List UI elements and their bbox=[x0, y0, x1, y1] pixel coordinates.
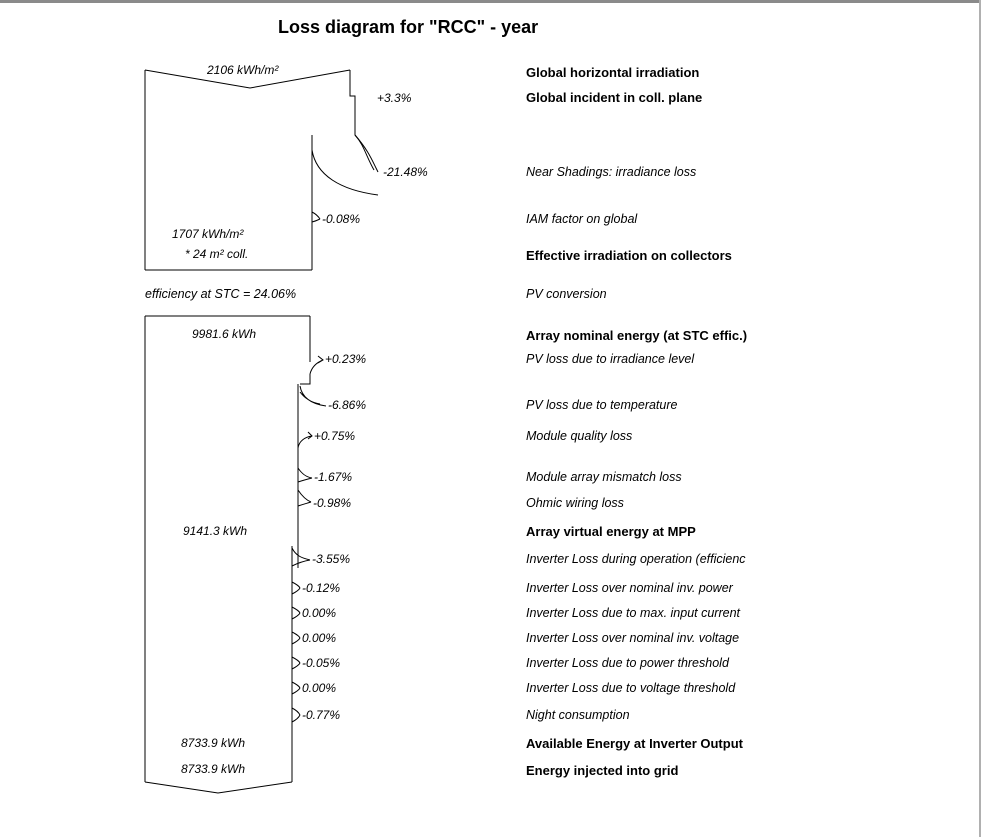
label-night-consumption: Night consumption bbox=[526, 708, 630, 722]
label-irradiance-level: PV loss due to irradiance level bbox=[526, 352, 695, 366]
label-shading: Near Shadings: irradiance loss bbox=[526, 165, 696, 179]
step-pct-power-threshold: -0.05% bbox=[302, 656, 340, 670]
mismatch-arc bbox=[297, 467, 313, 483]
ghi-chevron bbox=[144, 69, 351, 89]
temperature-loss-arc bbox=[299, 385, 327, 407]
label-pv-conversion: PV conversion bbox=[526, 287, 607, 301]
injected-energy-value: 8733.9 kWh bbox=[181, 762, 245, 776]
ohmic-arc bbox=[297, 489, 312, 507]
label-ohmic: Ohmic wiring loss bbox=[526, 496, 624, 510]
module-quality-arc bbox=[297, 431, 313, 449]
step-pct-mismatch: -1.67% bbox=[314, 470, 352, 484]
label-nominal-energy: Array nominal energy (at STC effic.) bbox=[526, 328, 747, 343]
step-pct-inverter-power: -0.12% bbox=[302, 581, 340, 595]
iam-arrow bbox=[311, 211, 321, 223]
label-available-energy: Available Energy at Inverter Output bbox=[526, 736, 744, 751]
mpp-energy-value: 9141.3 kWh bbox=[183, 524, 247, 538]
ghi-value: 2106 kWh/m² bbox=[206, 63, 279, 77]
energy-flow bbox=[144, 315, 327, 794]
night-consumption-hook bbox=[291, 707, 301, 723]
label-iam: IAM factor on global bbox=[526, 212, 638, 226]
label-inverter-voltage: Inverter Loss over nominal inv. voltage bbox=[526, 631, 739, 645]
label-mismatch: Module array mismatch loss bbox=[526, 470, 682, 484]
effective-irradiation-value: 1707 kWh/m² bbox=[172, 227, 244, 241]
stc-efficiency: efficiency at STC = 24.06% bbox=[145, 287, 296, 301]
step-pct-iam: -0.08% bbox=[322, 212, 360, 226]
step-pct-night-consumption: -0.77% bbox=[302, 708, 340, 722]
label-power-threshold: Inverter Loss due to power threshold bbox=[526, 656, 730, 670]
step-pct-ohmic: -0.98% bbox=[313, 496, 351, 510]
step-pct-incident: +3.3% bbox=[377, 91, 412, 105]
shading-loss-arc bbox=[311, 135, 379, 196]
energy-right-step bbox=[300, 374, 311, 385]
label-inverter-power: Inverter Loss over nominal inv. power bbox=[526, 581, 734, 595]
top-border bbox=[0, 0, 981, 3]
available-energy-value: 8733.9 kWh bbox=[181, 736, 245, 750]
step-pct-shading: -21.48% bbox=[383, 165, 428, 179]
step-pct-inverter-operation: -3.55% bbox=[312, 552, 350, 566]
irradiation-right-wall bbox=[349, 70, 375, 171]
step-pct-voltage-threshold: 0.00% bbox=[302, 681, 336, 695]
inverter-threshold-hook bbox=[291, 656, 301, 670]
label-injected-energy: Energy injected into grid bbox=[526, 763, 678, 778]
collector-area: * 24 m² coll. bbox=[185, 247, 248, 261]
inverter-voltage-hook bbox=[291, 631, 301, 645]
label-effective: Effective irradiation on collectors bbox=[526, 248, 732, 263]
label-inverter-operation: Inverter Loss during operation (efficien… bbox=[526, 552, 746, 566]
step-pct-module-quality: +0.75% bbox=[314, 429, 355, 443]
step-pct-inverter-voltage: 0.00% bbox=[302, 631, 336, 645]
label-voltage-threshold: Inverter Loss due to voltage threshold bbox=[526, 681, 736, 695]
label-inverter-current: Inverter Loss due to max. input current bbox=[526, 606, 741, 620]
right-border bbox=[979, 0, 981, 837]
inverter-operation-arc bbox=[291, 547, 311, 567]
label-ghi: Global horizontal irradiation bbox=[526, 65, 699, 80]
inverter-vthreshold-hook bbox=[291, 681, 301, 695]
inverter-current-hook bbox=[291, 606, 301, 620]
label-temperature: PV loss due to temperature bbox=[526, 398, 678, 412]
shading-top-arc bbox=[354, 134, 379, 173]
label-incident: Global incident in coll. plane bbox=[526, 90, 702, 105]
step-pct-inverter-current: 0.00% bbox=[302, 606, 336, 620]
step-pct-irradiance-level: +0.23% bbox=[325, 352, 366, 366]
step-pct-temperature: -6.86% bbox=[328, 398, 366, 412]
label-mpp: Array virtual energy at MPP bbox=[526, 524, 696, 539]
grid-output-chevron bbox=[144, 781, 293, 794]
label-module-quality: Module quality loss bbox=[526, 429, 632, 443]
diagram-title: Loss diagram for "RCC" - year bbox=[278, 17, 538, 37]
inverter-power-hook bbox=[291, 581, 301, 595]
irradiation-flow bbox=[144, 69, 379, 271]
irradiance-level-arc bbox=[309, 355, 324, 375]
nominal-energy-value: 9981.6 kWh bbox=[192, 327, 256, 341]
